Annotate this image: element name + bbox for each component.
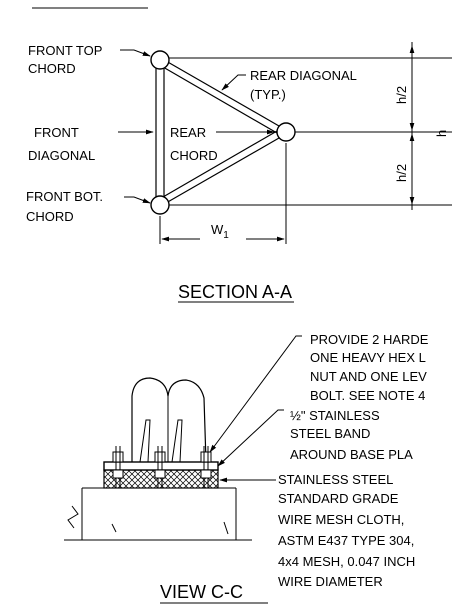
gusset-left <box>139 419 151 463</box>
view-c-c-title: VIEW C-C <box>160 582 243 602</box>
front-top-chord-label-1: FRONT TOP <box>28 43 102 58</box>
note-anchor-line-3: NUT AND ONE LEV <box>310 369 427 384</box>
rear-chord-circle <box>276 122 296 142</box>
front-diagonal-label-2: DIAGONAL <box>28 148 95 163</box>
note-mesh-line-5: 4x4 MESH, 0.047 INCH <box>278 554 415 569</box>
note-anchor-line-1: PROVIDE 2 HARDE <box>310 332 429 347</box>
dim-half-top-label: h/2 <box>394 86 409 104</box>
front-diagonal-label-1: FRONT <box>34 125 79 140</box>
front-top-chord-label-2: CHORD <box>28 61 76 76</box>
front-top-chord-leader <box>120 49 151 57</box>
pipe-outline <box>131 377 207 463</box>
dim-h-label: h <box>434 130 449 137</box>
rear-diagonal-bot-b <box>165 137 280 204</box>
rear-chord-label-1: REAR <box>170 125 206 140</box>
base-plate <box>103 461 219 471</box>
note-mesh-line-2: STANDARD GRADE <box>278 491 399 506</box>
anchor-bolt-middle <box>154 446 166 488</box>
dim-half-bottom-label: h/2 <box>394 164 409 182</box>
note-band-line-1: ½" STAINLESS <box>290 408 380 423</box>
rear-diagonal-label-2: (TYP.) <box>250 87 286 102</box>
rear-diagonal-top-a <box>165 60 280 127</box>
rear-diagonal-label-1: REAR DIAGONAL <box>250 68 357 83</box>
rear-diagonal-top-b <box>162 66 278 134</box>
front-bot-chord-label-2: CHORD <box>26 209 74 224</box>
note-anchor-line-4: BOLT. SEE NOTE 4 <box>310 388 425 403</box>
note-mesh-line-3: WIRE MESH CLOTH, <box>278 512 404 527</box>
note-anchor-leader <box>209 335 302 453</box>
break-tick-1 <box>111 523 117 533</box>
note-anchor-line-2: ONE HEAVY HEX L <box>310 350 426 365</box>
section-a-a: FRONT TOP CHORD FRONT DIAGONAL REAR CHOR… <box>26 7 452 303</box>
front-bot-chord-leader <box>124 196 151 204</box>
note-band-leader <box>217 409 284 467</box>
note-mesh-line-6: WIRE DIAMETER <box>278 574 383 589</box>
break-tick-2 <box>223 521 229 535</box>
front-bot-chord-label-1: FRONT BOT. <box>26 189 103 204</box>
note-mesh-line-4: ASTM E437 TYPE 304, <box>278 533 414 548</box>
front-bot-chord-circle <box>150 195 170 215</box>
gusset-right <box>171 419 183 463</box>
w1-label: W1 <box>211 222 229 241</box>
break-mark-left <box>67 505 79 529</box>
rear-diagonal-bot-a <box>162 130 278 198</box>
anchor-bolt-right <box>200 446 212 488</box>
note-band-line-3: AROUND BASE PLA <box>290 447 413 462</box>
front-top-chord-circle <box>150 50 170 70</box>
rear-chord-label-2: CHORD <box>170 148 218 163</box>
section-a-a-title: SECTION A-A <box>178 282 292 302</box>
view-c-c: PROVIDE 2 HARDE ONE HEAVY HEX L NUT AND … <box>64 332 429 604</box>
anchor-bolt-left <box>112 446 124 488</box>
note-band-line-2: STEEL BAND <box>290 426 370 441</box>
note-mesh-line-1: STAINLESS STEEL <box>278 472 393 487</box>
rear-diagonal-leader <box>221 74 246 91</box>
